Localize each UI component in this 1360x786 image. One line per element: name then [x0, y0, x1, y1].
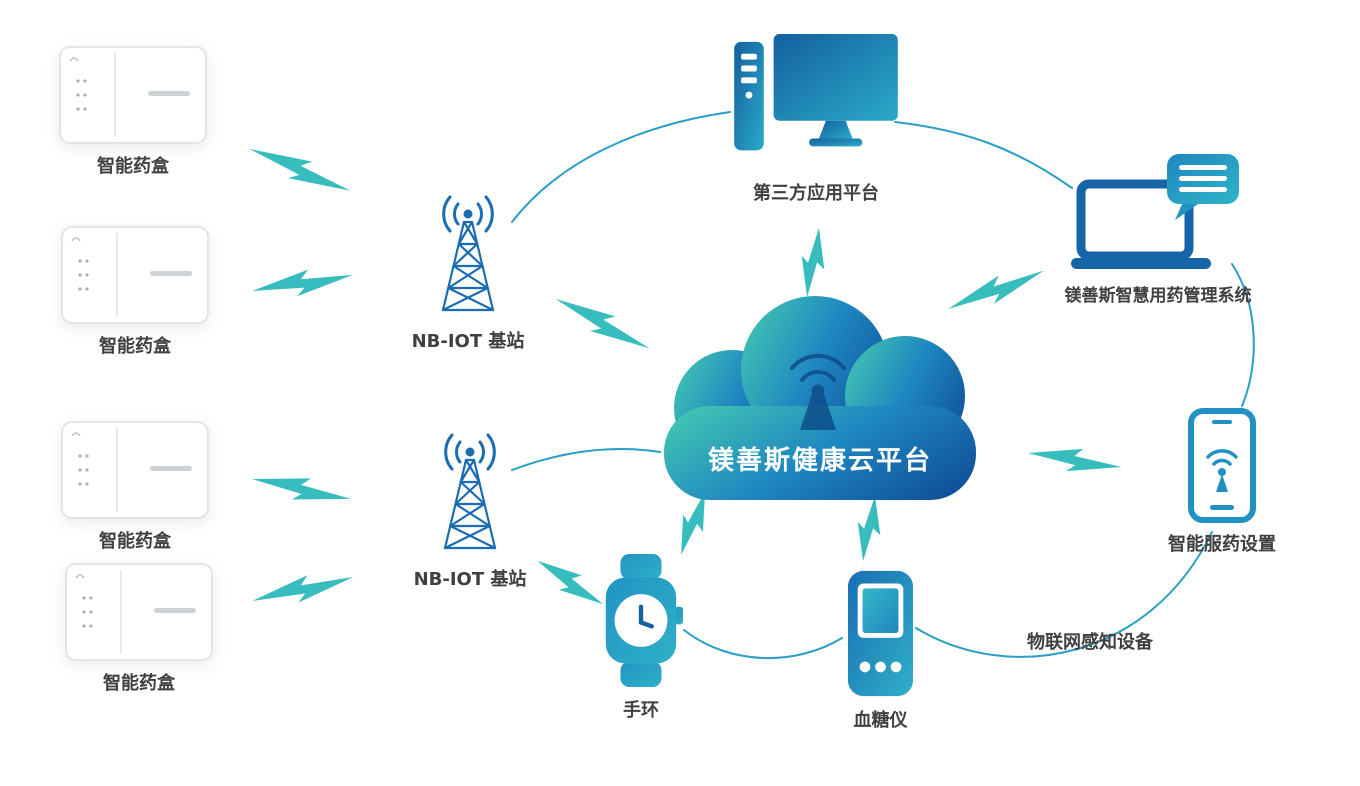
cloud-icon: [664, 296, 976, 500]
cloud-platform-label: 镁善斯健康云平台: [707, 446, 932, 476]
node-nbiot-tower-1: NB-IOT 基站: [408, 190, 528, 353]
management-system-label: 镁善斯智慧用药管理系统: [1064, 286, 1252, 306]
arc-management-phone: [1231, 263, 1255, 407]
iot-devices-caption: 物联网感知设备: [1027, 632, 1153, 653]
pillbox-label: 智能药盒: [99, 336, 171, 357]
arc-glucose-phone: [915, 531, 1213, 658]
nbiot-tower-icon: [441, 195, 495, 312]
bolt-tower1-cloud: [549, 289, 656, 358]
bolt-pillbox4-tower2: [249, 563, 357, 615]
third-party-label: 第三方应用平台: [753, 183, 879, 204]
tower-label: NB-IOT 基站: [413, 569, 527, 590]
laptop-chat-icon: [1070, 154, 1239, 269]
smartwatch-icon: [605, 554, 684, 687]
arc-tower2-cloud: [511, 448, 661, 471]
node-pillbox-2: 智能药盒: [60, 225, 210, 358]
bolt-cloud-glucose: [853, 494, 885, 563]
pillbox-icon: [61, 226, 209, 324]
arc-watch-glucose: [683, 629, 843, 659]
node-pillbox-4: 智能药盒: [64, 562, 214, 695]
node-management-system: 镁善斯智慧用药管理系统: [1065, 152, 1252, 306]
node-medication-settings: 智能服药设置: [1168, 408, 1276, 556]
medication-settings-label: 智能服药设置: [1168, 534, 1276, 555]
node-nbiot-tower-2: NB-IOT 基站: [410, 428, 530, 591]
bolt-pillbox3-tower2: [249, 469, 354, 509]
tower-label: NB-IOT 基站: [411, 331, 525, 352]
pillbox-label: 智能药盒: [97, 156, 169, 177]
glucose-meter-icon: [847, 570, 914, 697]
bolt-pillbox2-tower1: [250, 261, 355, 305]
pillbox-icon: [59, 46, 207, 144]
bolt-pillbox1-tower1: [244, 139, 356, 201]
nbiot-tower-icon: [443, 433, 497, 550]
desktop-computer-icon: [734, 34, 898, 151]
node-pillbox-3: 智能药盒: [60, 420, 210, 553]
pillbox-icon: [65, 563, 213, 661]
pillbox-label: 智能药盒: [99, 531, 171, 552]
pillbox-label: 智能药盒: [103, 673, 175, 694]
wifi-person-icon: [790, 353, 846, 430]
node-cloud-platform: 镁善斯健康云平台: [650, 288, 990, 503]
arc-tower1-thirdparty: [511, 111, 731, 223]
node-glucose-meter: 血糖仪: [843, 568, 918, 732]
pillbox-icon: [61, 421, 209, 519]
bolt-cloud-phone: [1026, 443, 1124, 477]
node-third-party-platform: 第三方应用平台: [728, 34, 904, 205]
node-pillbox-1: 智能药盒: [58, 45, 208, 178]
glucose-meter-label: 血糖仪: [853, 710, 908, 731]
wristband-label: 手环: [623, 700, 659, 721]
smartphone-icon: [1188, 408, 1256, 523]
node-wristband: 手环: [596, 552, 686, 722]
arc-thirdparty-management: [894, 121, 1073, 189]
